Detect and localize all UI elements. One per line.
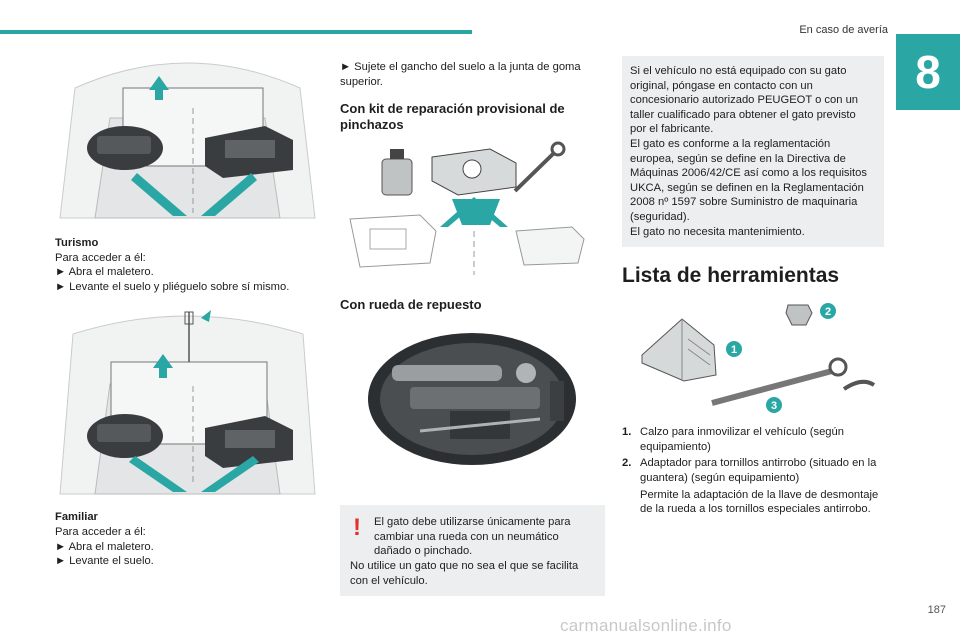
chapter-badge: 8 <box>896 34 960 110</box>
hook-step: ► Sujete el gancho del suelo a la junta … <box>340 61 581 88</box>
info-text-3: El gato no necesita mantenimiento. <box>630 225 805 238</box>
tools-list-item: Permite la adaptación de la llave de des… <box>622 488 884 517</box>
page-number: 187 <box>927 604 946 616</box>
info-text-2: El gato es conforme a la reglamentación … <box>630 137 867 223</box>
jack-warning-note: ! El gato debe utilizarse únicamente par… <box>340 505 605 597</box>
estate-trunk-illustration <box>55 304 320 501</box>
repair-kit-illustration <box>340 139 605 280</box>
tool-text: Permite la adaptación de la llave de des… <box>640 488 879 516</box>
info-text-1: Si el vehículo no está equipado con su g… <box>630 65 859 136</box>
sedan-step-1: ► Abra el maletero. <box>55 266 154 279</box>
kit-heading: Con kit de reparación provisional de pin… <box>340 101 565 133</box>
section-title: En caso de avería <box>799 24 888 36</box>
tool-number: 1. <box>622 426 632 439</box>
column-middle: ► Sujete el gancho del suelo a la junta … <box>340 60 605 597</box>
warning-icon: ! <box>353 514 361 542</box>
tools-list-item: 2. Adaptador para tornillos antirrobo (s… <box>622 456 884 485</box>
watermark: carmanualsonline.info <box>560 616 732 635</box>
tools-heading: Lista de herramientas <box>622 264 840 288</box>
warning-text-1: El gato debe utilizarse únicamente para … <box>374 516 571 558</box>
warning-text-2: No utilice un gato que no sea el que se … <box>350 559 579 587</box>
header-accent-bar <box>0 30 472 34</box>
tool-number <box>622 488 640 517</box>
tool-text: Adaptador para tornillos antirrobo (situ… <box>640 457 877 484</box>
estate-title: Familiar <box>55 511 98 524</box>
tool-number: 2. <box>622 457 632 470</box>
estate-intro: Para acceder a él: <box>55 525 146 538</box>
tool-text: Calzo para inmovilizar el vehículo (segú… <box>640 426 844 453</box>
sedan-step-2: ► Levante el suelo y pliéguelo sobre sí … <box>55 280 290 293</box>
tools-list: 1. Calzo para inmovilizar el vehículo (s… <box>622 425 884 517</box>
spare-heading: Con rueda de repuesto <box>340 297 482 313</box>
estate-step-2: ► Levante el suelo. <box>55 555 154 568</box>
tools-list-item: 1. Calzo para inmovilizar el vehículo (s… <box>622 425 884 454</box>
tools-illustration: 1 2 3 <box>622 299 884 420</box>
jack-info-note: Si el vehículo no está equipado con su g… <box>622 56 884 248</box>
column-left: Turismo Para acceder a él: ► Abra el mal… <box>55 48 325 569</box>
callout-3: 3 <box>771 400 777 412</box>
sedan-trunk-illustration <box>55 48 320 226</box>
estate-step-1: ► Abra el maletero. <box>55 540 154 553</box>
sedan-title: Turismo <box>55 237 99 249</box>
sedan-intro: Para acceder a él: <box>55 251 146 264</box>
spare-wheel-illustration <box>340 321 605 482</box>
callout-2: 2 <box>825 306 831 318</box>
column-right: Si el vehículo no está equipado con su g… <box>622 56 884 519</box>
callout-1: 1 <box>731 344 737 356</box>
